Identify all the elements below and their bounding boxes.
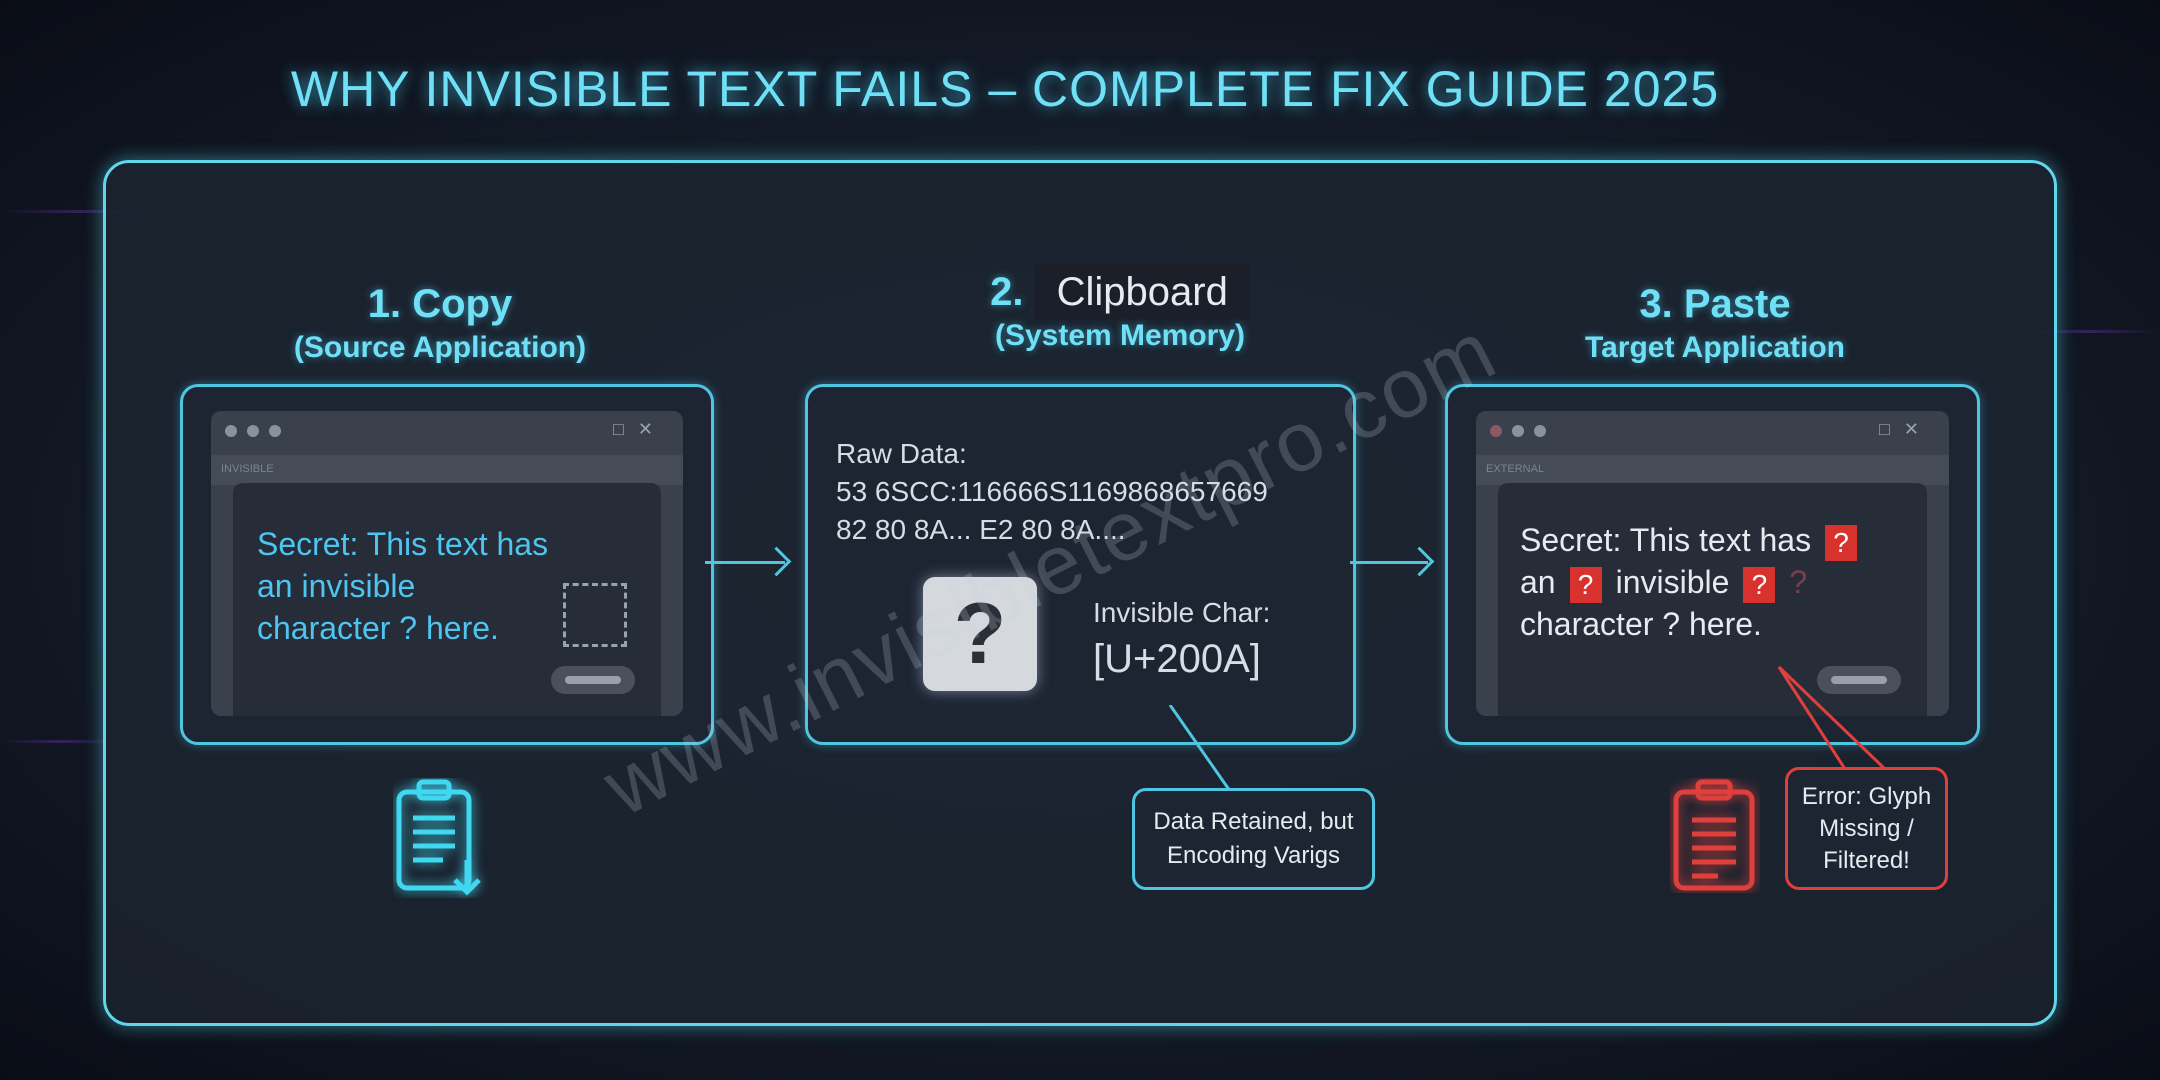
text-line: an [1520, 564, 1556, 600]
clipboard-error-icon [1673, 779, 1755, 891]
faded-glyph-icon: ? [1789, 564, 1808, 600]
replacement-glyph-icon: ? [1569, 566, 1602, 603]
arrow-right-icon [705, 561, 785, 564]
bg-streak [0, 740, 120, 743]
raw-data: Raw Data: 53 6SCC:116666S1169868657669 8… [836, 435, 1268, 549]
secret-label: Secret: [257, 526, 359, 562]
secret-body: This text has an invisible character ? h… [257, 526, 549, 646]
window-content: Secret: This text has? an? invisible?? ch… [1498, 483, 1927, 716]
secret-text[interactable]: Secret: This text has an invisible chara… [257, 523, 557, 649]
window-button[interactable] [551, 666, 635, 694]
callout-text: Filtered! [1823, 846, 1910, 874]
window-button[interactable] [1817, 666, 1901, 694]
unknown-glyph-icon: ? [923, 577, 1037, 691]
replacement-glyph-icon: ? [1825, 524, 1858, 561]
window-controls [225, 425, 281, 437]
step-paste-header: 3. Paste Target Application [1505, 282, 1925, 365]
step-heading: Clipboard [1034, 264, 1250, 320]
step-subheading: Target Application [1584, 331, 1845, 364]
step-clipboard-header: 2. Clipboard (System Memory) [900, 264, 1340, 353]
step-copy-header: 1. Copy (Source Application) [240, 282, 640, 365]
window-content: Secret: This text has an invisible chara… [233, 483, 661, 716]
text-line: invisible [1615, 564, 1730, 600]
bg-streak [2020, 330, 2160, 333]
target-app-box: □✕ EXTERNAL Secret: This text has? an? in… [1445, 384, 1980, 745]
page-title: WHY INVISIBLE TEXT FAILS – COMPLETE FIX … [290, 61, 1720, 117]
raw-data-line: 53 6SCC:116666S1169868657669 [836, 476, 1268, 507]
error-callout-pointer [1777, 665, 1889, 771]
raw-data-label: Raw Data: [836, 438, 967, 469]
invisible-char-code: [U+200A] [1093, 637, 1261, 681]
clipboard-box: Raw Data: 53 6SCC:116666S1169868657669 8… [805, 384, 1356, 745]
callout-pointer [1168, 705, 1233, 793]
step-heading: 1. Copy [367, 282, 513, 326]
text-line: character ? here. [1520, 606, 1762, 642]
encoding-callout: Data Retained, but Encoding Varigs [1132, 788, 1375, 890]
invisible-char-label: Invisible Char: [1093, 597, 1271, 628]
step-subheading: (Source Application) [293, 331, 587, 364]
window-controls [1490, 425, 1546, 437]
window-toolbar: INVISIBLE [211, 455, 683, 485]
window-toolbar: EXTERNAL [1476, 455, 1949, 485]
replacement-glyph-icon: ? [1743, 566, 1776, 603]
source-app-box: □✕ INVISIBLE Secret: This text has an in… [180, 384, 714, 745]
callout-text: Data Retained, but Encoding Varigs [1153, 808, 1354, 869]
window-buttons[interactable]: □✕ [613, 419, 667, 439]
callout-text: Missing / [1819, 814, 1914, 842]
bg-streak [0, 210, 160, 213]
target-window: □✕ EXTERNAL Secret: This text has? an? in… [1476, 411, 1949, 716]
clipboard-download-icon [396, 779, 481, 896]
pasted-text[interactable]: Secret: This text has? an? invisible?? ch… [1520, 519, 1871, 645]
step-heading: 3. Paste [1639, 282, 1791, 326]
source-window: □✕ INVISIBLE Secret: This text has an in… [211, 411, 683, 716]
window-buttons[interactable]: □✕ [1879, 419, 1933, 439]
arrow-right-icon [1350, 561, 1428, 564]
raw-data-line: 82 80 8A... E2 80 8A.... [836, 514, 1126, 545]
step-number: 2. [990, 270, 1024, 314]
invisible-char-placeholder [563, 583, 627, 647]
step-subheading: (System Memory) [994, 319, 1246, 352]
text-line: Secret: This text has [1520, 522, 1812, 558]
error-callout: Error: Glyph Missing / Filtered! [1785, 767, 1948, 890]
callout-text: Error: Glyph [1801, 782, 1932, 810]
